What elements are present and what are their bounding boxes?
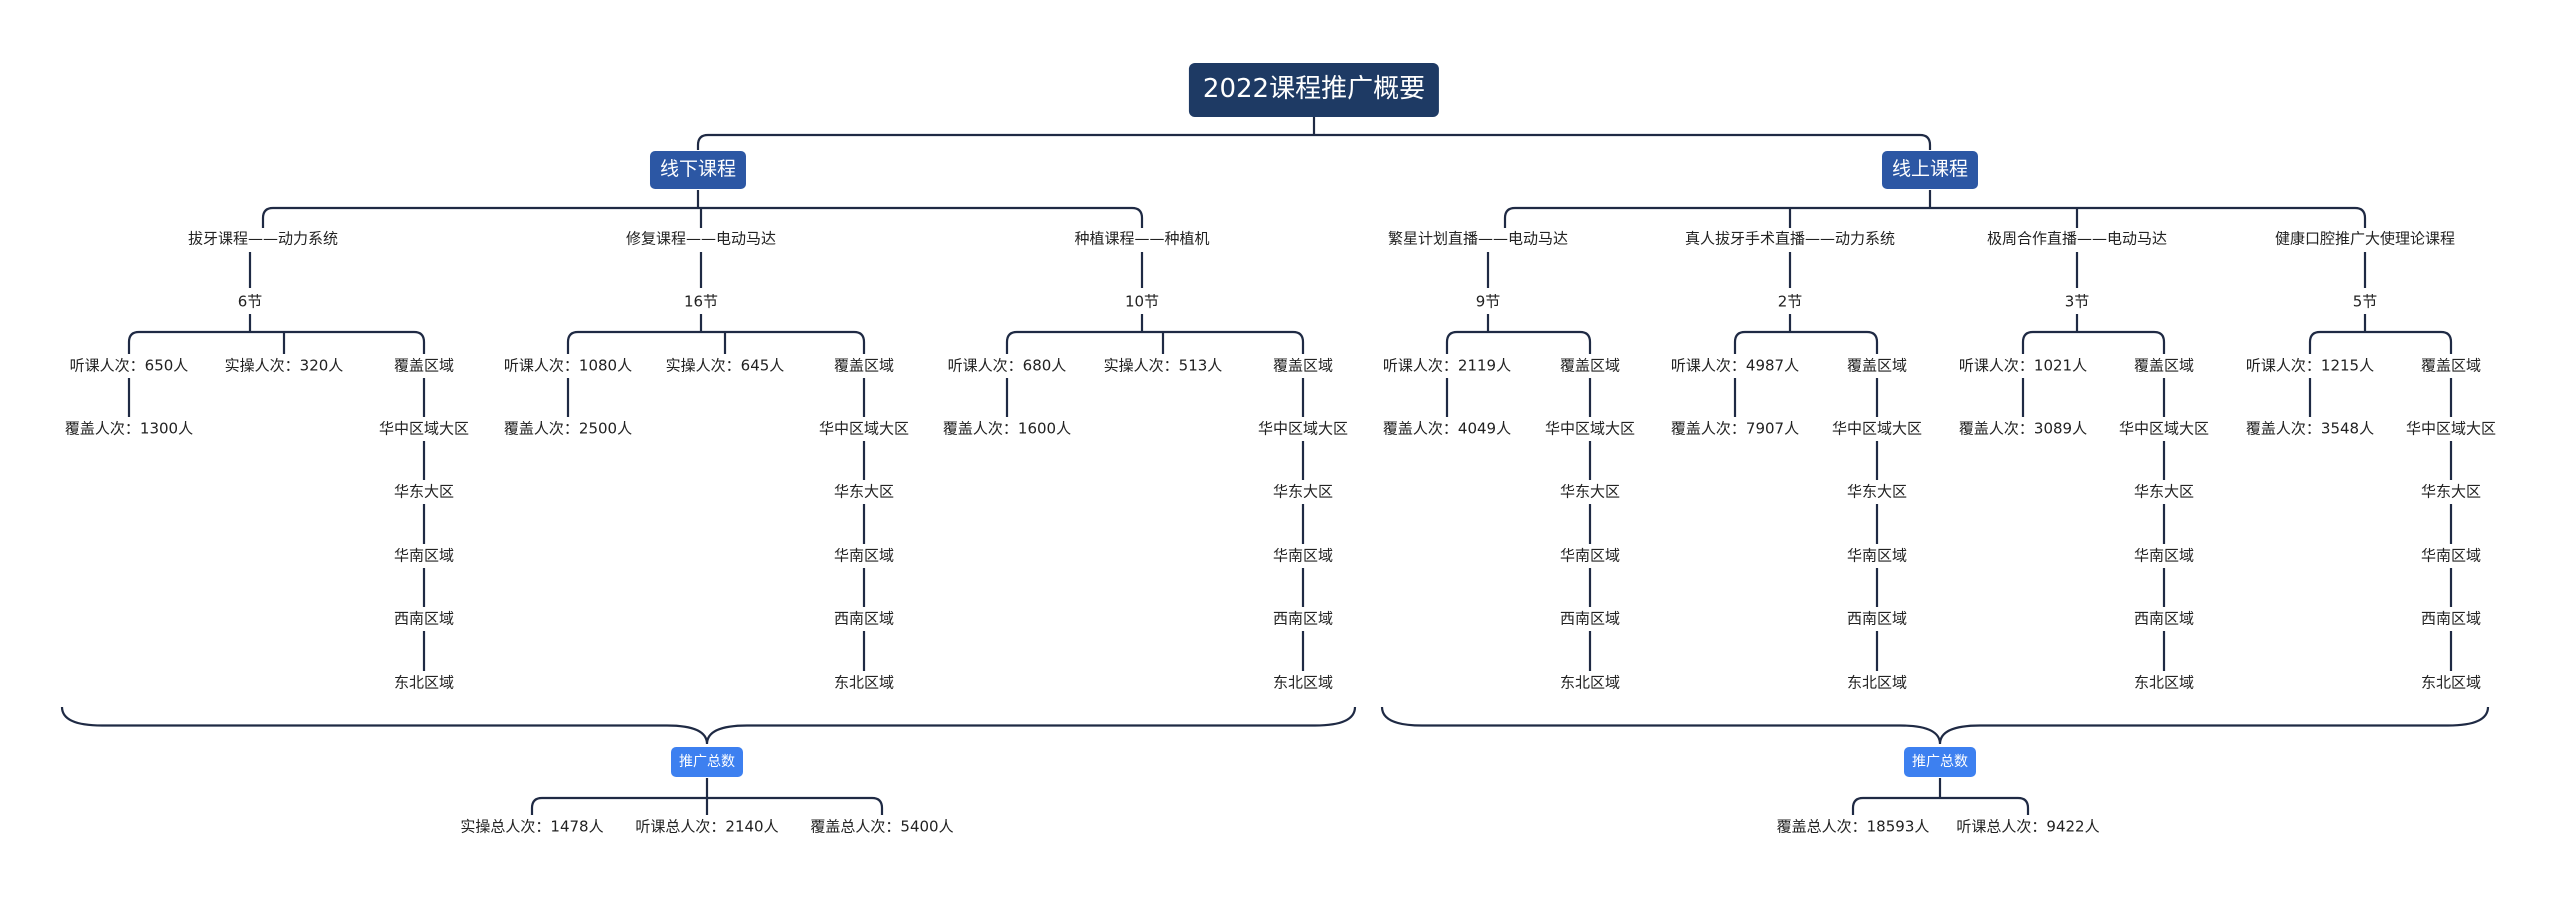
region-item[interactable]: 华南区域 [1559,546,1621,565]
listen-count[interactable]: 听课人次：1215人 [2245,356,2375,375]
course-title[interactable]: 种植课程——种植机 [1074,229,1210,248]
region-item[interactable]: 华中区域大区 [1544,419,1636,438]
summary-item[interactable]: 听课总人次：2140人 [635,817,779,836]
region-item[interactable]: 华东大区 [393,482,455,501]
coverage-count[interactable]: 覆盖人次：2500人 [503,419,633,438]
region-item[interactable]: 华中区域大区 [818,419,910,438]
practice-count[interactable]: 实操人次：513人 [1103,356,1223,375]
course-sessions[interactable]: 5节 [2352,292,2378,311]
region-item[interactable]: 西南区域 [1272,609,1334,628]
course-sessions[interactable]: 10节 [1124,292,1160,311]
listen-count[interactable]: 听课人次：1021人 [1958,356,2088,375]
region-item[interactable]: 华南区域 [833,546,895,565]
region-item[interactable]: 华中区域大区 [2405,419,2497,438]
region-item[interactable]: 华南区域 [2420,546,2482,565]
region-item[interactable]: 东北区域 [1272,673,1334,692]
root-connector [696,133,1932,150]
listen-count[interactable]: 听课人次：650人 [69,356,189,375]
region-item[interactable]: 华东大区 [1272,482,1334,501]
region-item[interactable]: 东北区域 [2420,673,2482,692]
summary-connector [1851,796,2030,815]
region-item[interactable]: 西南区域 [393,609,455,628]
region-item[interactable]: 华中区域大区 [378,419,470,438]
summary-item[interactable]: 覆盖总人次：5400人 [810,817,954,836]
coverage-count[interactable]: 覆盖人次：1600人 [942,419,1072,438]
region-title[interactable]: 覆盖区域 [1272,356,1334,375]
root-topic[interactable]: 2022课程推广概要 [1188,63,1440,117]
branch-connector [1503,206,2367,228]
course-title[interactable]: 拔牙课程——动力系统 [187,229,339,248]
region-item[interactable]: 西南区域 [1559,609,1621,628]
region-item[interactable]: 华南区域 [1846,546,1908,565]
session-connector [566,330,866,354]
region-item[interactable]: 华南区域 [1272,546,1334,565]
region-title[interactable]: 覆盖区域 [2420,356,2482,375]
summary-online[interactable]: 推广总数 [1904,747,1976,777]
course-sessions[interactable]: 2节 [1777,292,1803,311]
listen-count[interactable]: 听课人次：2119人 [1382,356,1512,375]
region-item[interactable]: 华东大区 [1559,482,1621,501]
summary-item[interactable]: 覆盖总人次：18593人 [1776,817,1930,836]
course-title[interactable]: 繁星计划直播——电动马达 [1387,229,1569,248]
summary-item[interactable]: 听课总人次：9422人 [1956,817,2100,836]
region-item[interactable]: 东北区域 [2133,673,2195,692]
branch-offline-courses[interactable]: 线下课程 [649,151,747,189]
course-title[interactable]: 极周合作直播——电动马达 [1986,229,2168,248]
region-item[interactable]: 东北区域 [1846,673,1908,692]
course-title[interactable]: 真人拔牙手术直播——动力系统 [1684,229,1896,248]
region-item[interactable]: 华中区域大区 [1257,419,1349,438]
summary-brace [60,706,1357,745]
coverage-count[interactable]: 覆盖人次：1300人 [64,419,194,438]
region-item[interactable]: 东北区域 [1559,673,1621,692]
practice-count[interactable]: 实操人次：320人 [224,356,344,375]
summary-offline[interactable]: 推广总数 [671,747,743,777]
region-item[interactable]: 华东大区 [1846,482,1908,501]
listen-count[interactable]: 听课人次：1080人 [503,356,633,375]
branch-online-courses[interactable]: 线上课程 [1881,151,1979,189]
region-item[interactable]: 华中区域大区 [1831,419,1923,438]
practice-count[interactable]: 实操人次：645人 [665,356,785,375]
listen-count[interactable]: 听课人次：680人 [947,356,1067,375]
course-sessions[interactable]: 16节 [683,292,719,311]
region-title[interactable]: 覆盖区域 [393,356,455,375]
region-item[interactable]: 华东大区 [2133,482,2195,501]
session-connector [2021,330,2166,354]
region-item[interactable]: 西南区域 [833,609,895,628]
region-title[interactable]: 覆盖区域 [1559,356,1621,375]
region-item[interactable]: 华中区域大区 [2118,419,2210,438]
region-item[interactable]: 华东大区 [2420,482,2482,501]
coverage-count[interactable]: 覆盖人次：3089人 [1958,419,2088,438]
region-title[interactable]: 覆盖区域 [1846,356,1908,375]
course-sessions[interactable]: 9节 [1475,292,1501,311]
summary-item[interactable]: 实操总人次：1478人 [460,817,604,836]
region-title[interactable]: 覆盖区域 [833,356,895,375]
coverage-count[interactable]: 覆盖人次：7907人 [1670,419,1800,438]
region-title[interactable]: 覆盖区域 [2133,356,2195,375]
course-sessions[interactable]: 6节 [237,292,263,311]
region-item[interactable]: 东北区域 [393,673,455,692]
region-item[interactable]: 西南区域 [2133,609,2195,628]
region-item[interactable]: 华南区域 [2133,546,2195,565]
course-sessions[interactable]: 3节 [2064,292,2090,311]
region-item[interactable]: 华东大区 [833,482,895,501]
session-connector [1445,330,1592,354]
session-connector [1005,330,1305,354]
region-item[interactable]: 西南区域 [1846,609,1908,628]
region-item[interactable]: 东北区域 [833,673,895,692]
course-title[interactable]: 修复课程——电动马达 [625,229,777,248]
session-connector [127,330,426,354]
region-item[interactable]: 华南区域 [393,546,455,565]
region-item[interactable]: 西南区域 [2420,609,2482,628]
session-connector [1733,330,1879,354]
listen-count[interactable]: 听课人次：4987人 [1670,356,1800,375]
session-connector [2308,330,2453,354]
branch-connector [261,206,1144,228]
coverage-count[interactable]: 覆盖人次：4049人 [1382,419,1512,438]
course-title[interactable]: 健康口腔推广大使理论课程 [2274,229,2456,248]
coverage-count[interactable]: 覆盖人次：3548人 [2245,419,2375,438]
summary-brace [1380,706,2490,745]
